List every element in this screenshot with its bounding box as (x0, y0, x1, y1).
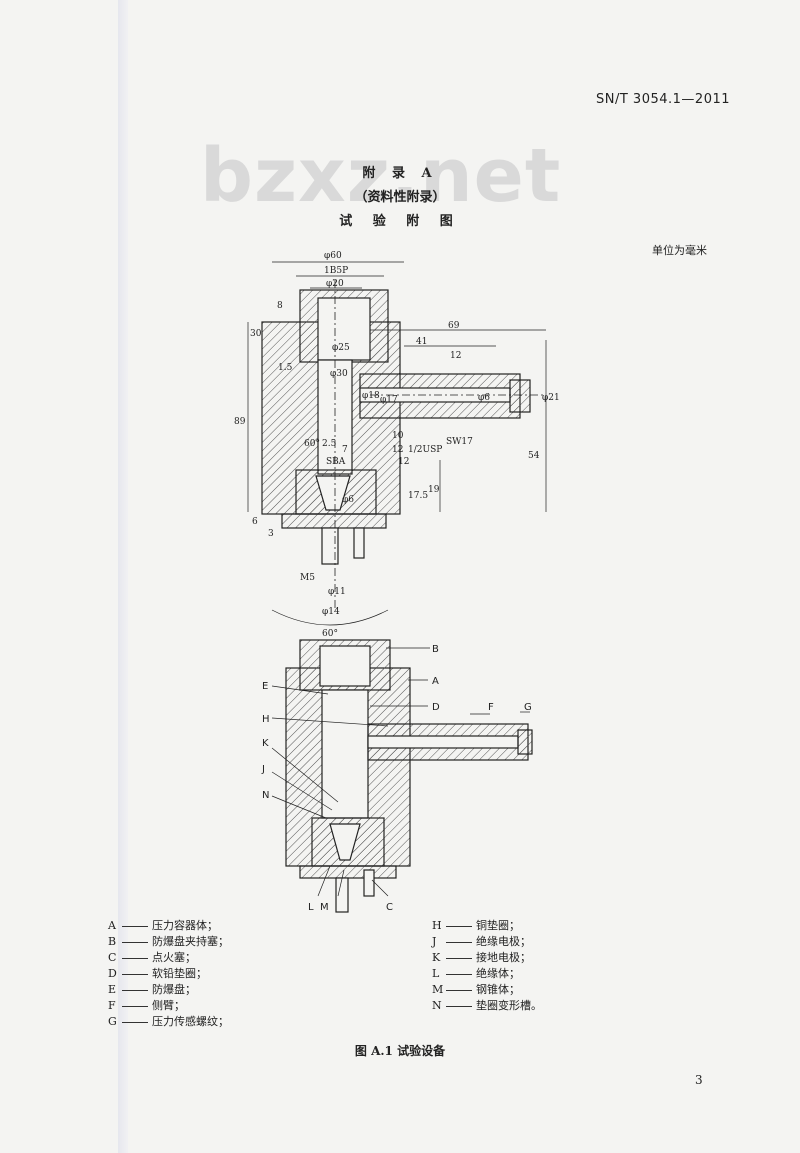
dim-label: φ6 (342, 495, 354, 505)
dim-label: 17.5 (408, 491, 428, 501)
dim-label: φ18 (362, 391, 380, 401)
dim-label: 41 (416, 337, 427, 347)
dim-label: φ17 (380, 395, 398, 405)
part-label-e: E (262, 681, 268, 692)
binding-shadow (118, 0, 128, 1153)
dim-label: 1/2USP (408, 445, 442, 455)
dim-label: 30 (250, 329, 262, 339)
dim-label: 2.5 (322, 439, 337, 449)
part-label-k: K (262, 738, 269, 749)
dim-label: 3 (268, 529, 274, 539)
dim-label: 10 (392, 431, 404, 441)
top-dimension-labels: φ60 1B5P φ20 8 30 φ25 1.5 φ30 89 69 41 1… (234, 251, 560, 639)
annex-subtitle: （资料性附录） (354, 190, 446, 205)
part-label-h: H (262, 714, 270, 725)
dim-label: 12 (392, 445, 403, 455)
dim-label: 1B5P (324, 266, 348, 276)
dim-label: 12 (398, 457, 409, 467)
dim-label: 60° (322, 629, 338, 639)
watermark: bzxz.net (200, 133, 562, 219)
unit-note: 单位为毫米 (652, 244, 707, 257)
dim-label: 89 (234, 417, 246, 427)
dim-label: 54 (528, 451, 540, 461)
dim-label: 12 (450, 351, 461, 361)
bottom-cross-section (285, 639, 533, 913)
top-cross-section (261, 280, 545, 610)
dim-label: 7 (342, 445, 348, 455)
bottom-leader-lines (271, 647, 530, 897)
dim-label: 19 (428, 485, 440, 495)
dim-label: 6 (252, 517, 258, 527)
dim-label: φ14 (322, 607, 340, 617)
dim-label: M5 (300, 573, 315, 583)
top-dimension-lines (247, 261, 547, 626)
dim-label: φ60 (324, 251, 342, 261)
dim-label: φ20 (326, 279, 344, 289)
part-label-g: G (524, 702, 532, 713)
bottom-part-labels: B E A D H F G K J N L M C (261, 644, 532, 913)
dim-label: φ6 (478, 393, 490, 403)
part-label-j: J (261, 764, 265, 775)
part-label-c: C (386, 902, 393, 913)
part-label-l: L (308, 902, 314, 913)
figure-caption: 图 A.1 试验设备 (354, 1044, 446, 1058)
dim-label: SBA (326, 457, 346, 467)
annex-heading: 试 验 附 图 (339, 214, 461, 229)
dim-label: SW17 (446, 437, 473, 447)
dim-label: φ25 (332, 343, 350, 353)
dim-label: φ30 (330, 369, 348, 379)
standard-number: SN/T 3054.1—2011 (596, 92, 731, 107)
dim-label: 69 (448, 321, 460, 331)
dim-label: 1.5 (278, 363, 293, 373)
part-label-d: D (432, 702, 440, 713)
dim-label: φ21 (542, 393, 560, 403)
part-label-m: M (320, 902, 329, 913)
part-label-b: B (432, 644, 439, 655)
page-number: 3 (695, 1073, 703, 1087)
part-label-a: A (432, 676, 439, 687)
dim-label: 60° (304, 439, 320, 449)
dim-label: 8 (277, 301, 283, 311)
part-label-f: F (488, 702, 494, 713)
part-label-n: N (262, 790, 269, 801)
dim-label: φ11 (328, 587, 346, 597)
annex-title: 附 录 A (362, 166, 438, 181)
